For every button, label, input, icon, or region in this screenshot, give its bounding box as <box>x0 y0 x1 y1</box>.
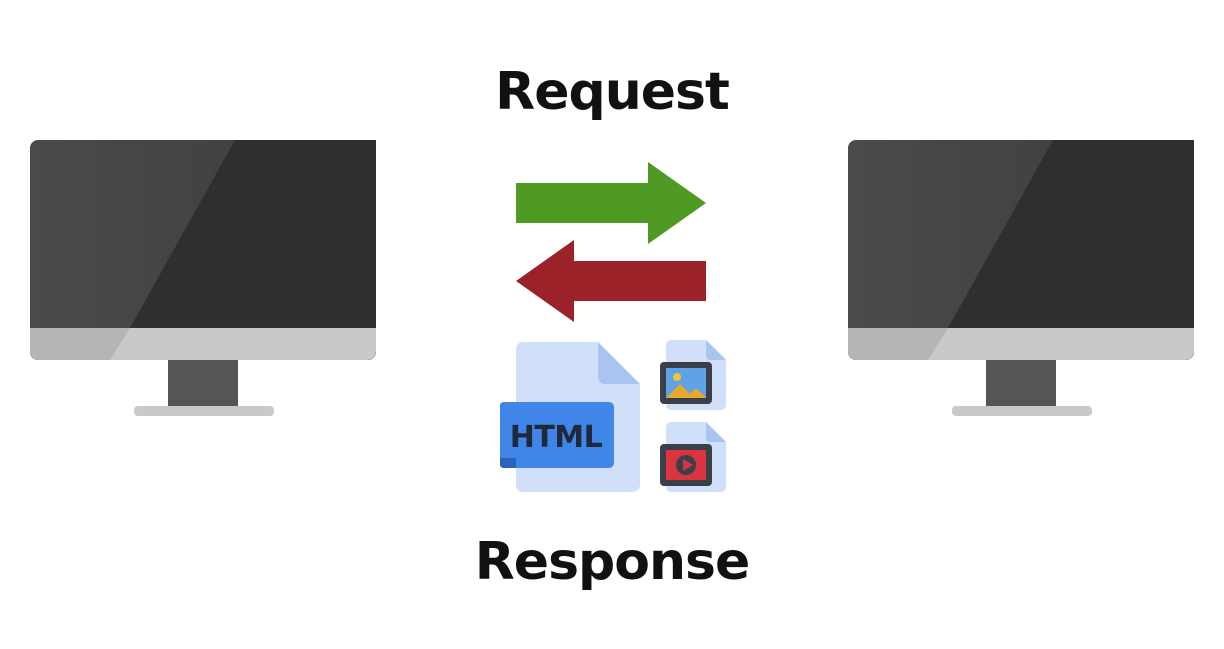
response-label: Response <box>474 532 750 592</box>
image-file-icon <box>660 340 726 410</box>
response-arrow <box>516 240 706 322</box>
server-monitor-icon <box>848 140 1194 416</box>
request-arrow <box>516 162 706 244</box>
video-file-icon <box>660 422 726 492</box>
html-file-icon <box>500 342 640 492</box>
html-file-label: HTML <box>509 420 603 455</box>
request-label: Request <box>495 62 730 122</box>
client-monitor-icon <box>30 140 376 416</box>
